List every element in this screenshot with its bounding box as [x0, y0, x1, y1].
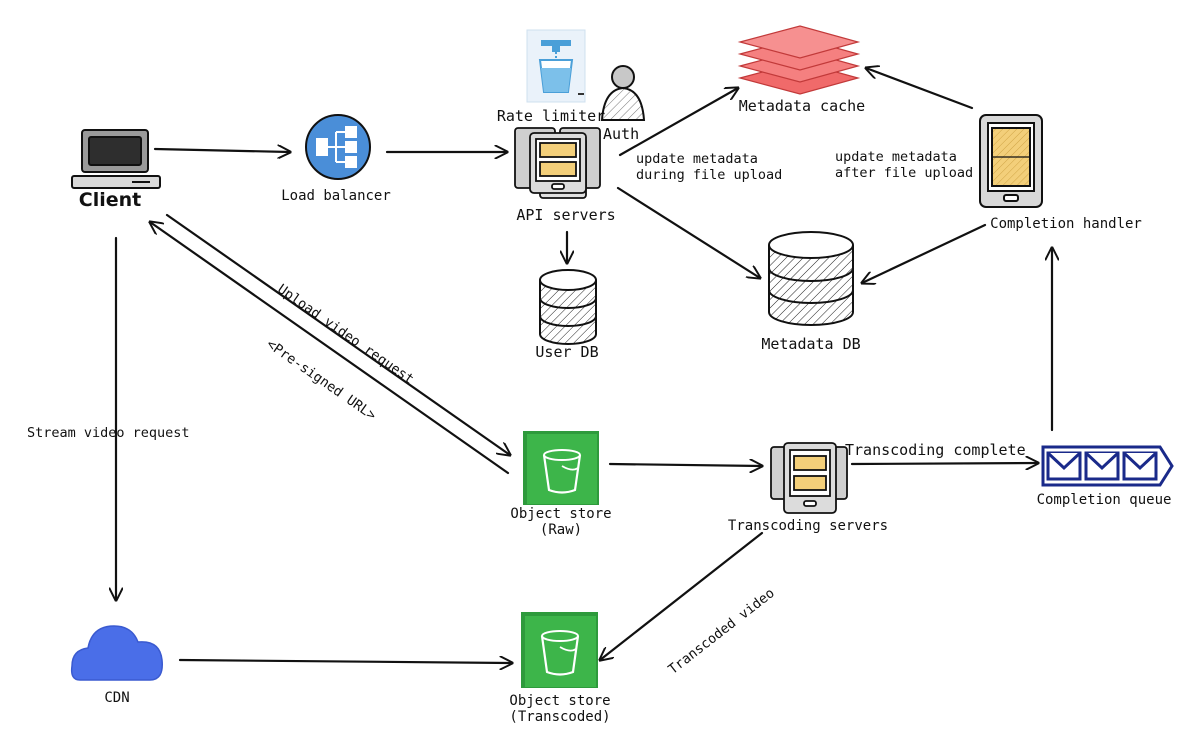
- edge-label-update-after-upload: update metadata after file upload: [835, 149, 974, 181]
- object-store-raw-qualifier: (Raw): [539, 522, 583, 539]
- edge-transcoding-to-queue: [850, 463, 1038, 464]
- edge-label-stream-request: Stream video request: [27, 425, 190, 441]
- edge-transcoding-to-transcoded: [600, 531, 764, 660]
- user-silhouette-icon: [600, 65, 646, 121]
- desktop-computer-icon: [71, 129, 161, 189]
- client-label: Client: [78, 189, 142, 211]
- edge-handler-to-cache: [866, 68, 974, 110]
- edges: [116, 68, 1052, 663]
- object-store-transcoded-qualifier: (Transcoded): [509, 709, 611, 726]
- object-store-transcoded-label: Object store (Transcoded): [509, 693, 610, 725]
- edge-presigned-url-response: [150, 222, 510, 475]
- object-store-raw-label: Object store (Raw): [510, 506, 611, 538]
- edge-api-to-cache: [618, 88, 738, 157]
- database-cylinder-icon: [539, 269, 597, 345]
- tablet-device-icon: [979, 114, 1043, 208]
- edge-client-to-lb: [153, 149, 290, 152]
- edge-label-transcoding-complete: Transcoding complete: [845, 441, 1026, 459]
- metadata-cache-label: Metadata cache: [738, 97, 866, 115]
- faucet-bucket-icon: [526, 29, 586, 103]
- rate-limiter-label: Rate limiter: [496, 107, 606, 125]
- load-balancer-icon: [305, 114, 371, 180]
- edge-api-to-metadata-db: [616, 186, 760, 278]
- edge-cdn-to-transcoded: [178, 660, 512, 663]
- server-tablets-icon: [770, 442, 848, 514]
- message-queue-icon: [1041, 445, 1174, 487]
- cdn-label: CDN: [104, 690, 130, 706]
- completion-handler-label: Completion handler: [990, 216, 1142, 232]
- edge-label-line: update metadata: [636, 151, 758, 167]
- cloud-icon: [70, 625, 163, 681]
- load-balancer-label: Load balancer: [281, 188, 391, 204]
- api-servers-label: API servers: [516, 206, 616, 224]
- edge-client-upload-request: [165, 213, 510, 455]
- edge-raw-to-transcoding: [608, 464, 762, 466]
- user-db-label: User DB: [535, 343, 599, 361]
- completion-queue-label: Completion queue: [1036, 492, 1172, 508]
- edge-label-update-during-upload: update metadata during file upload: [636, 151, 783, 183]
- edge-handler-to-metadata-db: [862, 223, 987, 283]
- metadata-db-label: Metadata DB: [761, 335, 861, 353]
- object-store-raw-name: Object store: [510, 506, 612, 522]
- server-tablets-icon: [514, 127, 601, 199]
- stacked-layers-icon: [737, 25, 861, 95]
- edge-label-line: after file upload: [835, 164, 974, 181]
- database-cylinder-icon: [768, 231, 854, 326]
- bucket-icon: [523, 431, 599, 505]
- edge-label-line: update metadata: [835, 149, 957, 165]
- bucket-icon: [521, 612, 598, 688]
- transcoding-servers-label: Transcoding servers: [727, 518, 889, 534]
- edge-label-line: during file upload: [636, 166, 783, 183]
- auth-label: Auth: [603, 125, 640, 143]
- object-store-transcoded-name: Object store: [509, 693, 611, 709]
